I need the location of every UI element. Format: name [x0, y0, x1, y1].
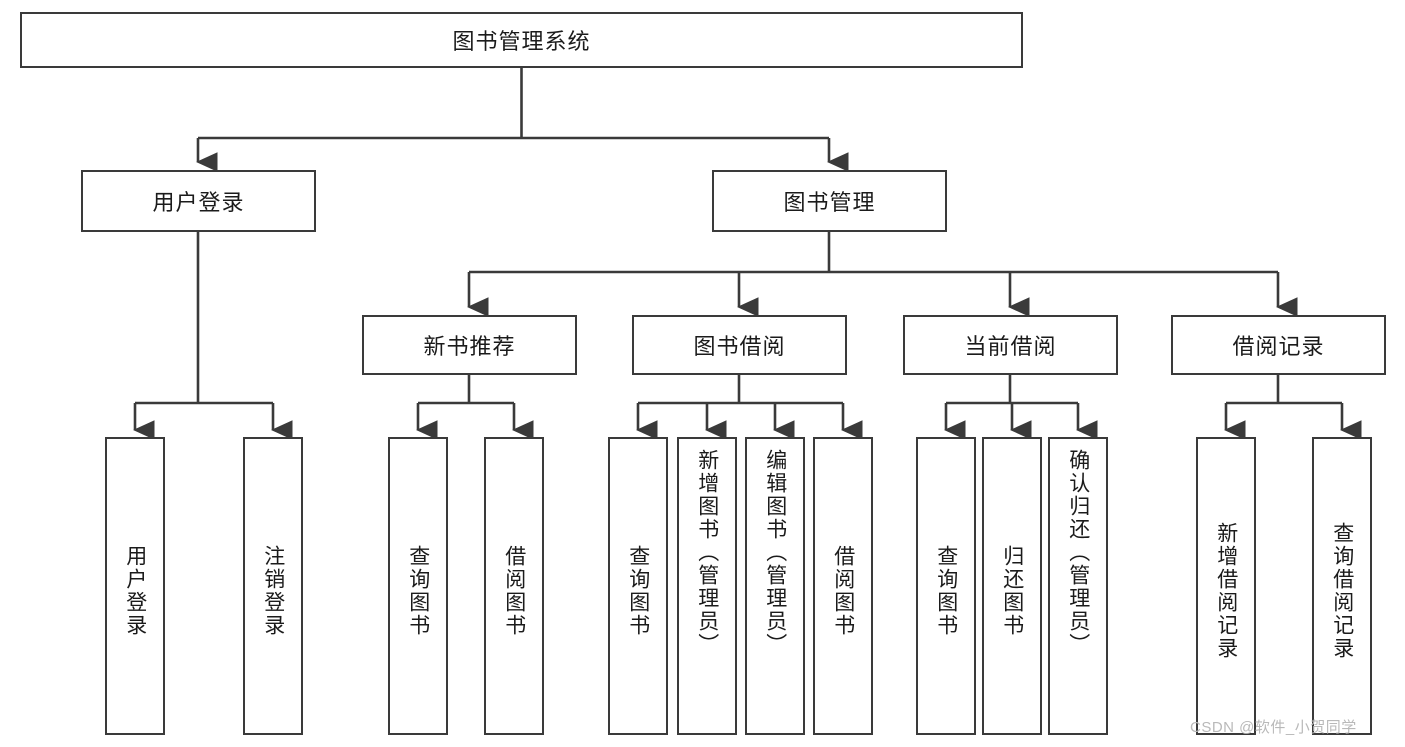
leaf-bb-borrow-book-label: 借阅图书	[831, 545, 855, 637]
leaf-nb-borrow-book[interactable]: 借阅图书	[484, 437, 544, 735]
leaf-bb-add-book[interactable]: 新增图书（管理员）	[677, 437, 737, 735]
leaf-user-login-label: 用户登录	[123, 545, 147, 637]
leaf-bb-query-book-label: 查询图书	[626, 545, 650, 637]
node-book-borrow[interactable]: 图书借阅	[632, 315, 847, 375]
node-borrow-record-label: 借阅记录	[1232, 334, 1325, 359]
node-current-borrow-label: 当前借阅	[964, 334, 1057, 359]
leaf-cb-query-book[interactable]: 查询图书	[916, 437, 976, 735]
node-root[interactable]: 图书管理系统	[20, 12, 1023, 68]
leaf-nb-query-book-label: 查询图书	[406, 545, 430, 637]
leaf-user-login[interactable]: 用户登录	[105, 437, 165, 735]
node-book-borrow-label: 图书借阅	[693, 334, 786, 359]
leaf-cb-confirm-return-label: 确认归还（管理员）	[1066, 449, 1090, 656]
leaf-cb-query-book-label: 查询图书	[934, 545, 958, 637]
leaf-cb-return-book-label: 归还图书	[1000, 545, 1024, 637]
leaf-br-add-record-label: 新增借阅记录	[1214, 522, 1238, 660]
node-current-borrow[interactable]: 当前借阅	[903, 315, 1118, 375]
leaf-nb-query-book[interactable]: 查询图书	[388, 437, 448, 735]
leaf-cb-confirm-return[interactable]: 确认归还（管理员）	[1048, 437, 1108, 735]
node-user-login-label: 用户登录	[152, 190, 245, 215]
leaf-bb-add-book-label: 新增图书（管理员）	[695, 449, 719, 656]
leaf-br-query-record[interactable]: 查询借阅记录	[1312, 437, 1372, 735]
leaf-br-query-record-label: 查询借阅记录	[1330, 522, 1354, 660]
leaf-bb-edit-book-label: 编辑图书（管理员）	[763, 449, 787, 656]
node-book-management[interactable]: 图书管理	[712, 170, 947, 232]
leaf-bb-edit-book[interactable]: 编辑图书（管理员）	[745, 437, 805, 735]
node-book-management-label: 图书管理	[783, 190, 876, 215]
node-borrow-record[interactable]: 借阅记录	[1171, 315, 1386, 375]
leaf-logout[interactable]: 注销登录	[243, 437, 303, 735]
node-new-book-recommend[interactable]: 新书推荐	[362, 315, 577, 375]
node-new-book-recommend-label: 新书推荐	[423, 334, 516, 359]
leaf-logout-label: 注销登录	[261, 545, 285, 637]
leaf-nb-borrow-book-label: 借阅图书	[502, 545, 526, 637]
node-user-login[interactable]: 用户登录	[81, 170, 316, 232]
watermark: CSDN @软件_小贺同学	[1190, 719, 1357, 736]
node-root-label: 图书管理系统	[452, 29, 591, 54]
leaf-bb-query-book[interactable]: 查询图书	[608, 437, 668, 735]
leaf-cb-return-book[interactable]: 归还图书	[982, 437, 1042, 735]
leaf-bb-borrow-book[interactable]: 借阅图书	[813, 437, 873, 735]
leaf-br-add-record[interactable]: 新增借阅记录	[1196, 437, 1256, 735]
